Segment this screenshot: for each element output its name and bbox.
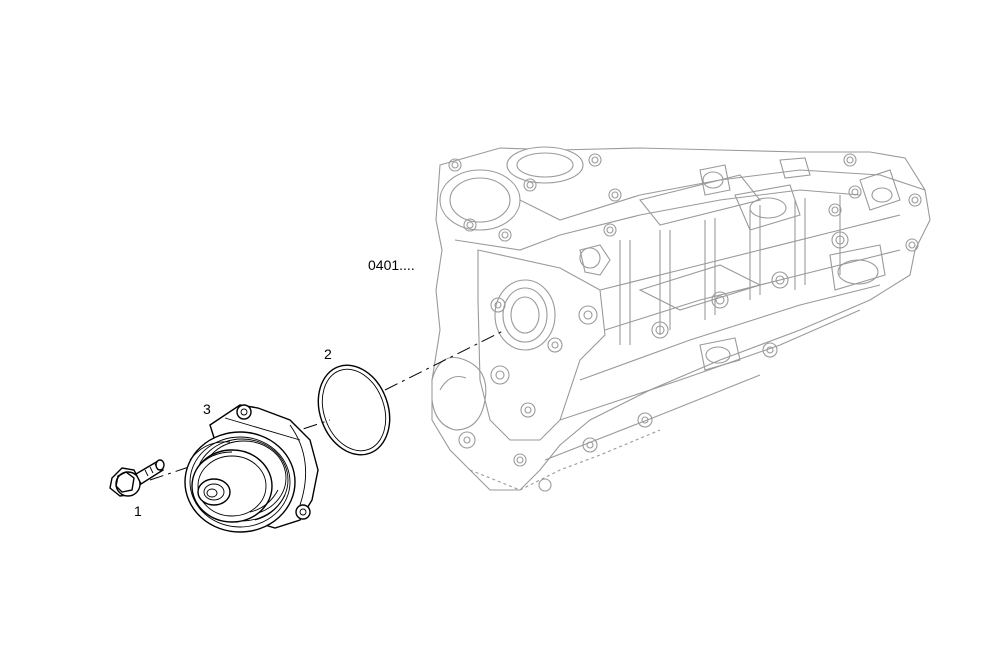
part-3-callout: 3 xyxy=(203,401,211,417)
reference-block-label: 0401.... xyxy=(368,257,415,273)
part-1-callout: 1 xyxy=(134,503,142,519)
part-2-callout: 2 xyxy=(324,346,332,362)
